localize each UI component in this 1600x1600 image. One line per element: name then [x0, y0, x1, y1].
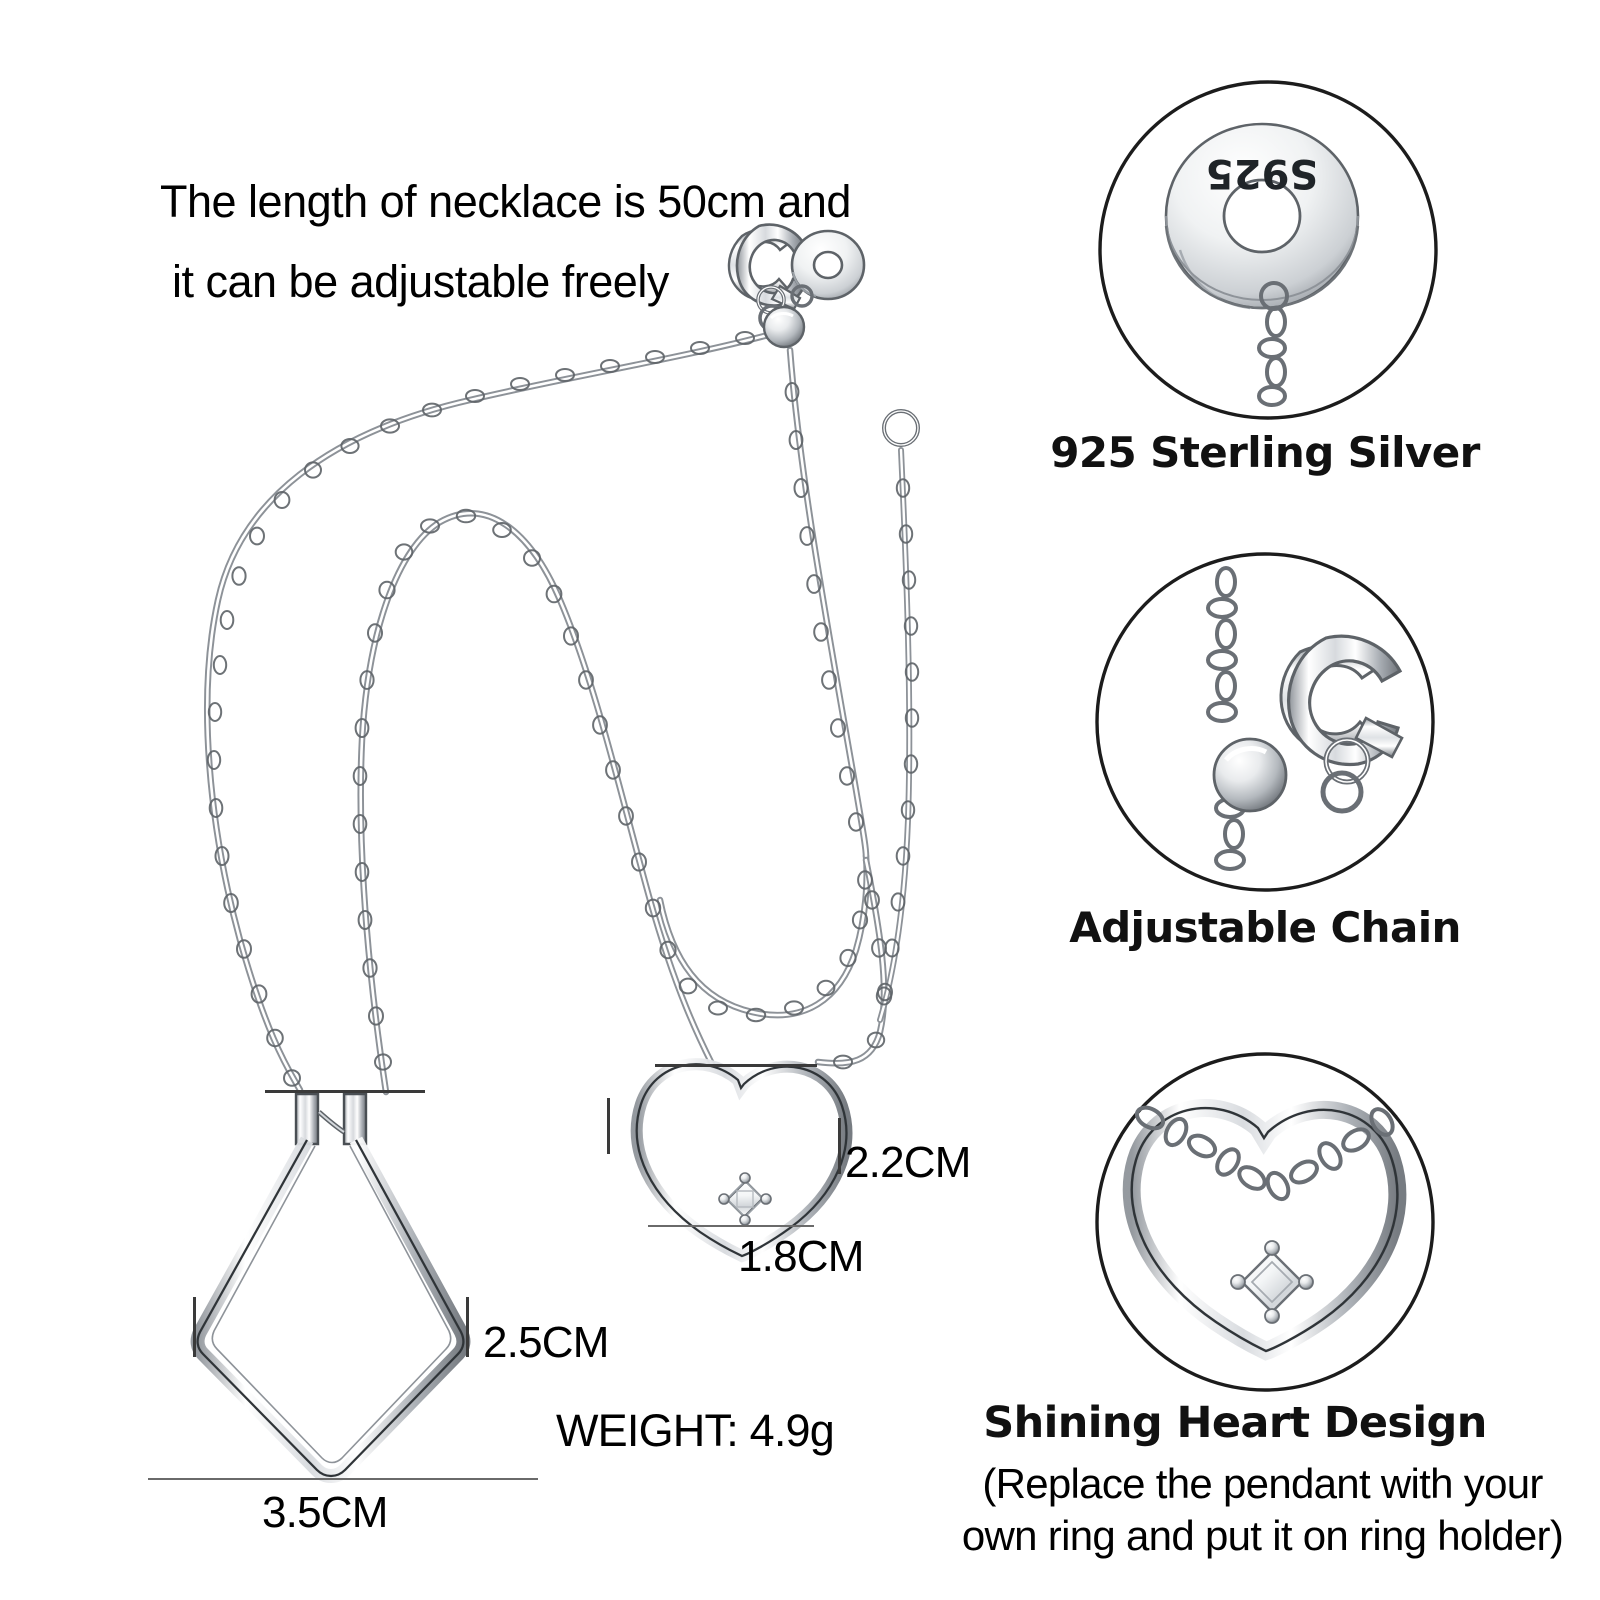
heart-pendant: [630, 1058, 853, 1263]
heart-tick-left: [607, 1098, 610, 1154]
chain-links: [206, 331, 920, 1087]
s925-stamp: S925: [1206, 150, 1318, 196]
page-headline: The length of necklace is 50cm and it ca…: [160, 82, 920, 402]
dimension-heart-width: 1.8CM: [738, 1232, 864, 1281]
dimension-kite-width: 3.5CM: [262, 1488, 388, 1537]
inset-shining-heart: [1095, 1052, 1435, 1392]
weight-label: WEIGHT: 4.9g: [556, 1405, 835, 1456]
kite-width-rule: [148, 1478, 538, 1480]
feature-label-shining-heart: Shining Heart Design: [983, 1398, 1487, 1448]
dimension-kite-height: 2.5CM: [483, 1318, 609, 1367]
inset-adjustable-chain: [1095, 552, 1435, 892]
cz-stone: [718, 1172, 772, 1226]
lobster-clasp-inset: [1279, 634, 1404, 814]
kite-tick-right: [466, 1297, 469, 1357]
heart-tick-right: [838, 1118, 841, 1174]
headline-line-2: it can be adjustable freely: [172, 256, 669, 308]
inset-sterling-silver: S925: [1098, 80, 1438, 420]
feature-sub-line-2: own ring and put it on ring holder): [961, 1512, 1564, 1560]
heart-top-rule: [655, 1064, 817, 1067]
kite-pendant: [190, 1092, 471, 1483]
cz-stone-inset: [1230, 1240, 1314, 1324]
heart-width-rule: [648, 1225, 814, 1227]
feature-label-sterling-silver: 925 Sterling Silver: [1050, 428, 1480, 477]
slider-bead-inset: [1212, 737, 1288, 813]
kite-tick-left: [193, 1297, 196, 1357]
ring-holder-bar: [265, 1090, 425, 1093]
dimension-heart-height: 2.2CM: [845, 1138, 971, 1187]
jump-ring: [882, 409, 920, 447]
feature-sub-line-1: (Replace the pendant with your: [982, 1460, 1543, 1507]
necklace-chain: [204, 326, 913, 1096]
headline-line-1: The length of necklace is 50cm and: [160, 176, 851, 228]
feature-label-adjustable-chain: Adjustable Chain: [1069, 903, 1461, 952]
feature-sub-shining-heart: (Replace the pendant with your own ring …: [930, 1458, 1595, 1562]
